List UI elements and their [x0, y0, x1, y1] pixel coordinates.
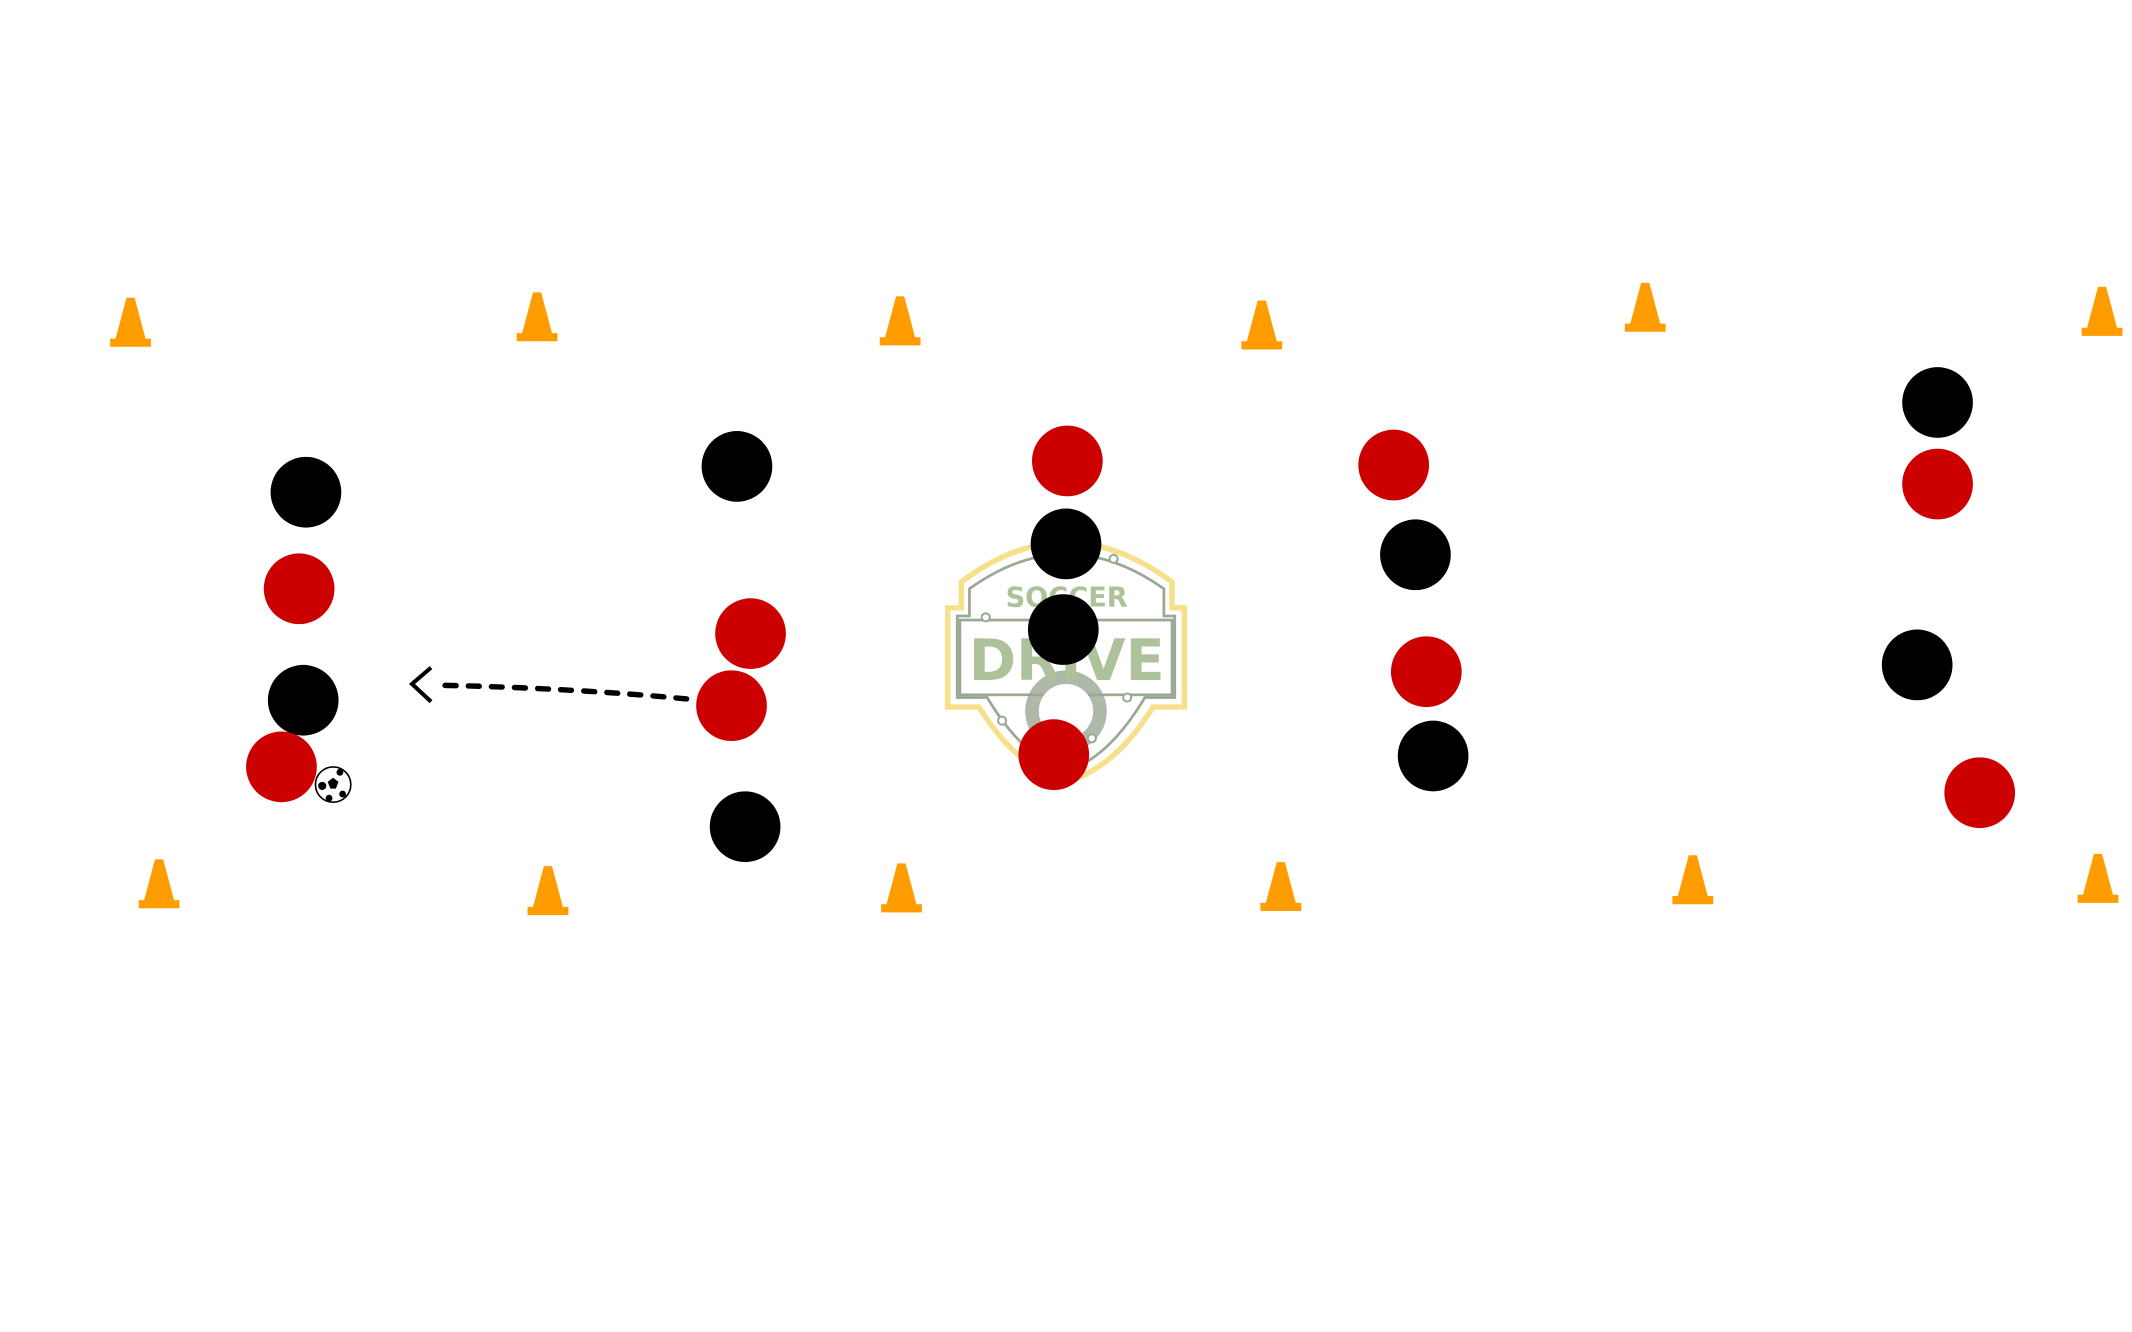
black-player-marker — [709, 791, 781, 863]
black-player-marker — [1881, 629, 1953, 701]
cone-icon — [1624, 282, 1666, 332]
black-player-marker — [1902, 367, 1973, 438]
players — [246, 367, 2016, 863]
red-player-marker — [246, 731, 317, 803]
red-player-marker — [1902, 448, 1973, 520]
cone-icon — [2081, 286, 2123, 336]
red-player-marker — [715, 598, 786, 669]
cone-icon — [516, 292, 558, 342]
cone-icon — [1672, 855, 1714, 905]
black-player-marker — [701, 431, 773, 502]
black-player-marker — [1380, 519, 1451, 591]
red-player-marker — [1358, 429, 1430, 501]
red-player-marker — [263, 553, 335, 625]
cone-icon — [881, 863, 922, 913]
black-player-marker — [1030, 508, 1102, 580]
pass-arrow-line — [439, 682, 690, 702]
cone-icon — [2077, 853, 2119, 903]
cone-icon — [1260, 862, 1302, 912]
arrowhead-icon — [408, 666, 433, 704]
cone-icon — [138, 859, 180, 909]
black-player-marker — [267, 664, 339, 736]
red-player-marker — [1944, 757, 2016, 829]
red-player-marker — [1390, 636, 1462, 708]
soccer-ball-icon — [314, 766, 352, 804]
cones — [110, 282, 2123, 916]
cone-icon — [527, 866, 569, 916]
black-player-marker — [270, 456, 342, 528]
pass-arrow — [408, 666, 690, 704]
black-player-marker — [1397, 720, 1469, 792]
cone-icon — [1241, 300, 1283, 350]
red-player-marker — [1018, 719, 1090, 791]
red-player-marker — [696, 670, 767, 742]
cone-icon — [879, 296, 921, 346]
black-player-marker — [1027, 594, 1099, 665]
cone-icon — [110, 297, 151, 347]
red-player-marker — [1032, 425, 1103, 497]
